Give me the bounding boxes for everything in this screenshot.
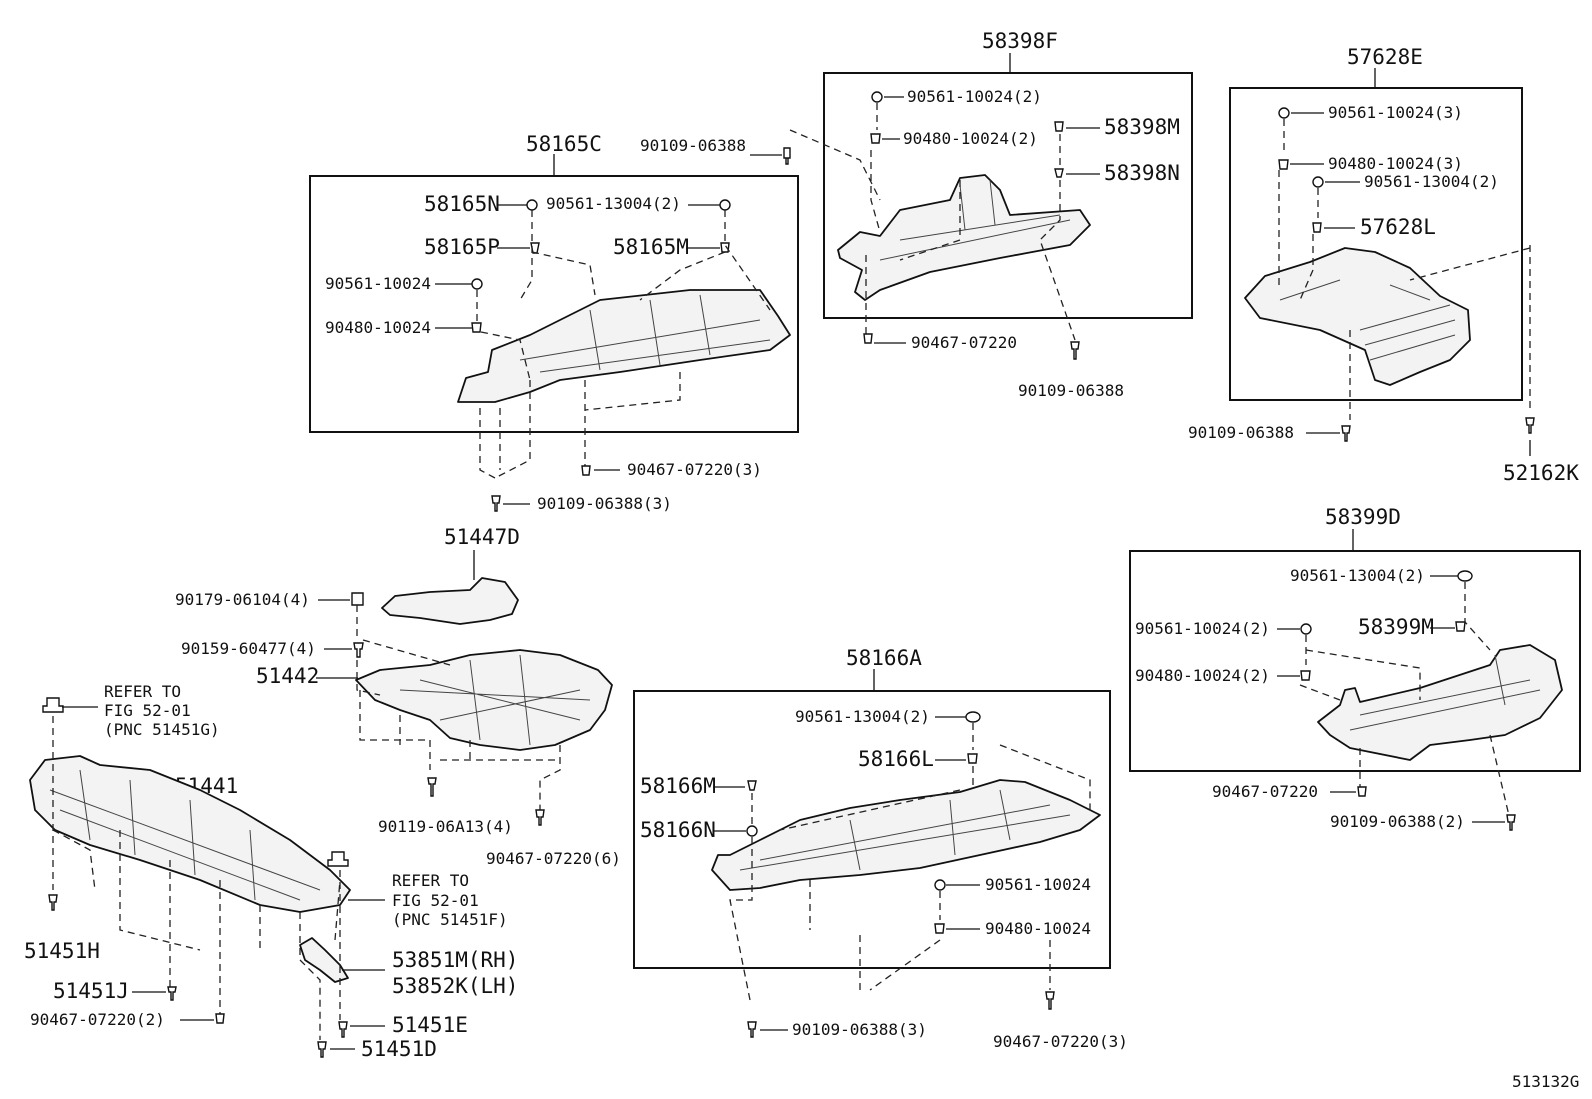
group-51441: REFER TO FIG 52-01 (PNC 51451G) 51441 RE…: [29, 682, 518, 1040]
figure-id: 513132G: [1512, 1072, 1579, 1091]
group-58166a-frame: [633, 690, 1111, 969]
label-51447d: 51447D: [444, 525, 520, 549]
label-90480-10024-3: 90480-10024(3): [1328, 154, 1463, 173]
label-90109-06388-2-58399d: 90109-06388(2): [1330, 812, 1465, 831]
label-90561-10024-2-58399d: 90561-10024(2): [1135, 619, 1270, 638]
label-90109-06388-top: 90109-06388: [640, 136, 746, 155]
label-90561-13004-2: 90561-13004(2): [546, 194, 681, 213]
label-90109-06388-57628e: 90109-06388: [1188, 423, 1294, 442]
label-58166l: 58166L: [858, 747, 934, 771]
label-90119-06a13-4: 90119-06A13(4): [378, 817, 513, 836]
group-58165c-title: 58165C: [526, 132, 602, 156]
refer-g-line1: REFER TO: [104, 682, 181, 701]
group-51442: 51447D 90179-06104(4) 90159-60477(4) 514…: [175, 525, 613, 810]
label-90480-10024-2-58399d: 90480-10024(2): [1135, 666, 1270, 685]
label-90467-07220-58398f: 90467-07220: [911, 333, 1017, 352]
refer-g-line2: FIG 52-01: [104, 701, 191, 720]
label-90480-10024: 90480-10024: [325, 318, 431, 337]
bracket-rh-lh-part: [299, 937, 349, 983]
label-90467-07220-3-58166a: 90467-07220(3): [993, 1032, 1128, 1051]
label-90561-10024: 90561-10024: [325, 274, 431, 293]
label-51442: 51442: [256, 664, 319, 688]
engine-under-cover-center-part: [355, 649, 613, 751]
label-58166m: 58166M: [640, 774, 716, 798]
label-90480-10024-58166a: 90480-10024: [985, 919, 1091, 938]
label-90109-06388-3: 90109-06388(3): [537, 494, 672, 513]
group-58398f-title: 58398F: [982, 29, 1058, 53]
refer-f-line1: REFER TO: [392, 871, 469, 890]
label-90159-60477-4: 90159-60477(4): [181, 639, 316, 658]
engine-under-cover-front-part: [29, 755, 351, 913]
label-58399m: 58399M: [1358, 615, 1434, 639]
label-90179-06104-4: 90179-06104(4): [175, 590, 310, 609]
label-51451h: 51451H: [24, 939, 100, 963]
label-58165p: 58165P: [424, 235, 500, 259]
label-90561-13004-2-57628e: 90561-13004(2): [1364, 172, 1499, 191]
label-52162k: 52162K: [1503, 461, 1579, 485]
label-90467-07220-3: 90467-07220(3): [627, 460, 762, 479]
center-floor-under-cover-part: [711, 779, 1101, 891]
label-90109-06388-3-58166a: 90109-06388(3): [792, 1020, 927, 1039]
group-58398f-frame: [823, 72, 1193, 319]
label-90467-07220-2: 90467-07220(2): [30, 1010, 165, 1029]
group-58399d: 58399D 90561-13004(2) 90561-10024(2) 583…: [1129, 505, 1581, 821]
group-58399d-frame: [1129, 550, 1581, 772]
group-57628e-frame: [1229, 87, 1523, 401]
label-90561-13004-2-58166a: 90561-13004(2): [795, 707, 930, 726]
label-53852k-lh: 53852K(LH): [392, 974, 518, 998]
label-57628l: 57628L: [1360, 215, 1436, 239]
label-90561-10024-3: 90561-10024(3): [1328, 103, 1463, 122]
group-57628e: 57628E 90561-10024(3) 90480-10024(3) 905…: [1229, 45, 1531, 420]
label-51451e: 51451E: [392, 1013, 468, 1037]
label-53851m-rh: 53851M(RH): [392, 948, 518, 972]
group-58166a-title: 58166A: [846, 646, 922, 670]
group-58398f: 58398F 90561-10024(2) 90480-10024(2) 583…: [789, 29, 1193, 341]
label-90109-06388-58398f: 90109-06388: [1018, 381, 1124, 400]
engine-under-cover-rh-part: [457, 289, 791, 403]
label-51451d: 51451D: [361, 1037, 437, 1061]
label-58165m: 58165M: [613, 235, 689, 259]
label-58166n: 58166N: [640, 818, 716, 842]
label-90561-10024-58166a: 90561-10024: [985, 875, 1091, 894]
group-58399d-title: 58399D: [1325, 505, 1401, 529]
label-58165n: 58165N: [424, 192, 500, 216]
group-57628e-title: 57628E: [1347, 45, 1423, 69]
engine-under-cover-lh-part: [837, 174, 1091, 301]
refer-f-line2: FIG 52-01: [392, 891, 479, 910]
label-90467-07220-58399d: 90467-07220: [1212, 782, 1318, 801]
label-90561-13004-2-58399d: 90561-13004(2): [1290, 566, 1425, 585]
group-58166a: 58166A 90561-13004(2) 58166L 58166M 5816…: [633, 646, 1111, 1001]
refer-f-line3: (PNC 51451F): [392, 910, 508, 929]
label-90561-10024-2: 90561-10024(2): [907, 87, 1042, 106]
label-58398m: 58398M: [1104, 115, 1180, 139]
engine-under-cover-cap-part: [381, 577, 519, 625]
rear-floor-under-cover-part: [1317, 644, 1563, 761]
label-90480-10024-2: 90480-10024(2): [903, 129, 1038, 148]
label-51451j: 51451J: [53, 979, 129, 1003]
group-58165c: 58165C 90109-06388 58165N 90561-13004(2)…: [309, 132, 799, 479]
label-90467-07220-6: 90467-07220(6): [486, 849, 621, 868]
label-58398n: 58398N: [1104, 161, 1180, 185]
refer-g-line3: (PNC 51451G): [104, 720, 220, 739]
